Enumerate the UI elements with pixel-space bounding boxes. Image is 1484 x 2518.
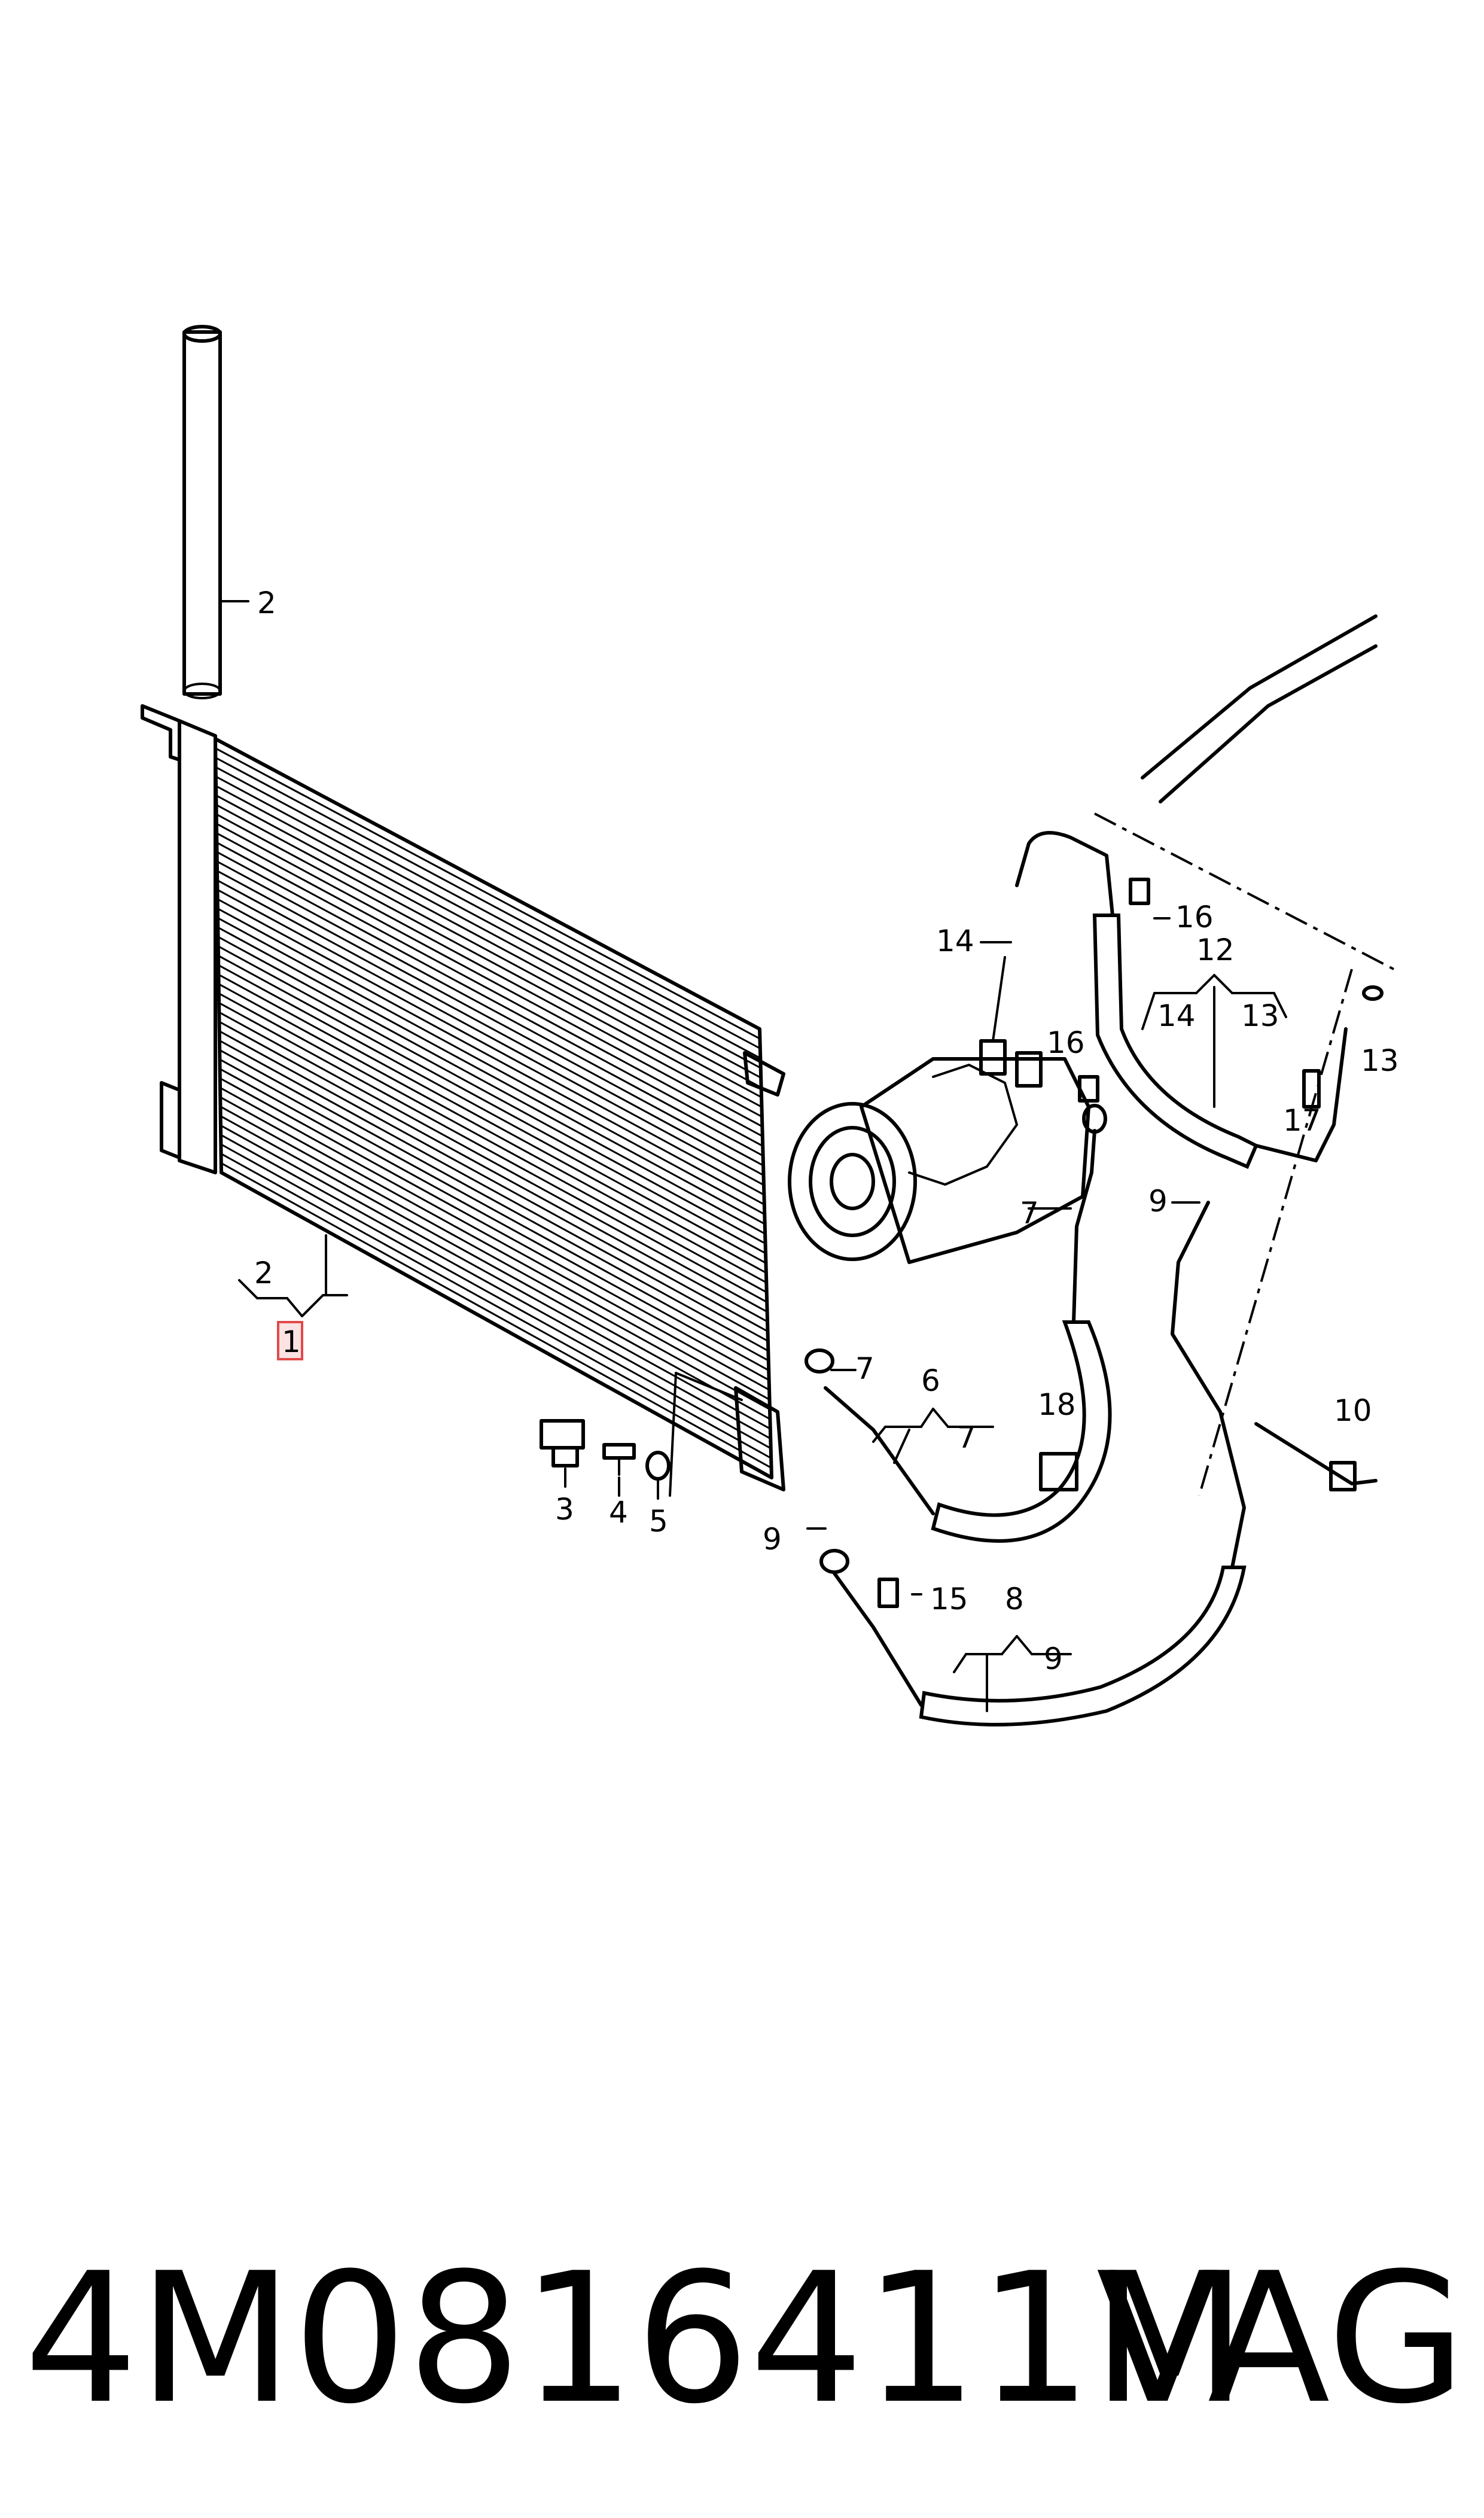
callout-3: 3 xyxy=(555,1492,574,1527)
hose-8 xyxy=(819,1201,1378,1727)
condenser-fin-line xyxy=(220,1077,770,1381)
condenser-fin-line xyxy=(219,1068,769,1371)
condenser-fin-line xyxy=(220,1115,771,1420)
condenser-fin-line xyxy=(220,1106,770,1411)
condenser-fin-line xyxy=(219,1049,769,1352)
condenser-fin-line xyxy=(217,879,764,1176)
condenser-fin-line xyxy=(218,1001,767,1303)
callout-17: 17 xyxy=(1283,1103,1321,1138)
condenser-fin-line xyxy=(219,1030,769,1332)
condenser-fin-line xyxy=(219,1040,769,1342)
condenser-fin-line xyxy=(217,926,766,1225)
condenser-fin-line xyxy=(218,964,767,1264)
condenser-fin-line xyxy=(217,870,764,1167)
condenser-fin-line xyxy=(218,945,766,1245)
callout-1-group xyxy=(238,1234,348,1360)
callout-7-upper: 7 xyxy=(855,1351,874,1386)
brand-name: VAG xyxy=(1096,2234,1466,2443)
part-number: 4M0816411M xyxy=(24,2234,1247,2443)
callout-9-hose8: 9 xyxy=(1044,1642,1063,1676)
condenser-fin-line xyxy=(215,794,762,1089)
callout-6: 6 xyxy=(921,1363,940,1398)
condenser-fin-line xyxy=(215,775,761,1069)
callout-12: 12 xyxy=(1196,933,1235,967)
callout-10: 10 xyxy=(1334,1393,1372,1428)
condenser-fin-line xyxy=(217,917,765,1216)
condenser-fin-line xyxy=(216,832,763,1128)
condenser-fin-line xyxy=(216,813,763,1108)
callout-13-outer: 13 xyxy=(1361,1043,1399,1078)
condenser-fin-line xyxy=(215,804,762,1098)
ac-compressor xyxy=(788,956,1090,1264)
condenser-fin-line xyxy=(216,851,763,1147)
condenser-fin-line xyxy=(218,973,767,1274)
callout-1: 1 xyxy=(282,1325,301,1359)
callout-9-lower: 9 xyxy=(763,1522,782,1557)
condenser-fin-line xyxy=(220,1134,771,1440)
callout-16-lower: 16 xyxy=(1047,1025,1085,1060)
callout-13-inner: 13 xyxy=(1241,998,1279,1033)
callout-2-top: 2 xyxy=(257,586,276,620)
callout-7-hose: 7 xyxy=(957,1420,976,1455)
condenser-fin-line xyxy=(218,1011,768,1313)
condenser-fin-line xyxy=(215,785,761,1079)
condenser-fin-line xyxy=(219,1058,769,1362)
callout-9-upper: 9 xyxy=(1148,1184,1168,1219)
condenser-fin-line xyxy=(218,983,767,1284)
callout-5: 5 xyxy=(649,1504,668,1539)
condenser-fin-line xyxy=(220,1143,772,1450)
condenser-fin-line xyxy=(218,992,767,1293)
callout-1-highlight xyxy=(277,1321,303,1360)
condenser-fin-line xyxy=(216,823,763,1118)
condenser-fin-line xyxy=(218,1021,768,1323)
condenser-fin-line xyxy=(217,898,765,1196)
callout-8: 8 xyxy=(1005,1582,1024,1616)
callout-labels: 2 2 1 3 4 5 9 7 6 7 18 15 8 9 10 14 16 1… xyxy=(254,586,1399,1676)
callout-18: 18 xyxy=(1038,1387,1076,1422)
callout-14-inner: 14 xyxy=(1157,998,1196,1033)
condenser-fins xyxy=(215,747,772,1469)
condenser-fin-line xyxy=(217,860,764,1157)
condenser-fin-line xyxy=(220,1124,771,1430)
condenser-fin-line xyxy=(218,955,766,1255)
dryer-cartridge xyxy=(182,325,249,699)
callout-16-upper: 16 xyxy=(1175,900,1214,934)
hose-6 xyxy=(805,1104,1112,1543)
hose-12 xyxy=(1015,614,1394,1496)
callout-2-bottom: 2 xyxy=(254,1256,273,1290)
condenser xyxy=(141,704,785,1497)
condenser-fin-line xyxy=(216,842,763,1137)
condenser-fin-line xyxy=(220,1096,770,1400)
bolts-and-clips xyxy=(877,878,1150,1608)
condenser-fin-line xyxy=(220,1153,772,1459)
condenser-fin-line xyxy=(220,1086,770,1391)
condenser-fin-line xyxy=(217,908,765,1205)
condenser-fin-line xyxy=(221,1162,772,1469)
condenser-fin-line xyxy=(215,747,761,1040)
callout-4: 4 xyxy=(609,1495,628,1530)
condenser-fin-line xyxy=(217,936,766,1235)
condenser-fin-line xyxy=(215,757,761,1049)
callout-14-upper: 14 xyxy=(936,924,974,958)
callout-15: 15 xyxy=(930,1582,968,1616)
leader-lines xyxy=(806,917,1200,1530)
condenser-fin-line xyxy=(217,888,764,1186)
small-parts xyxy=(540,1419,671,1500)
condenser-fin-line xyxy=(215,766,761,1059)
callout-7-compressor: 7 xyxy=(1020,1196,1039,1231)
